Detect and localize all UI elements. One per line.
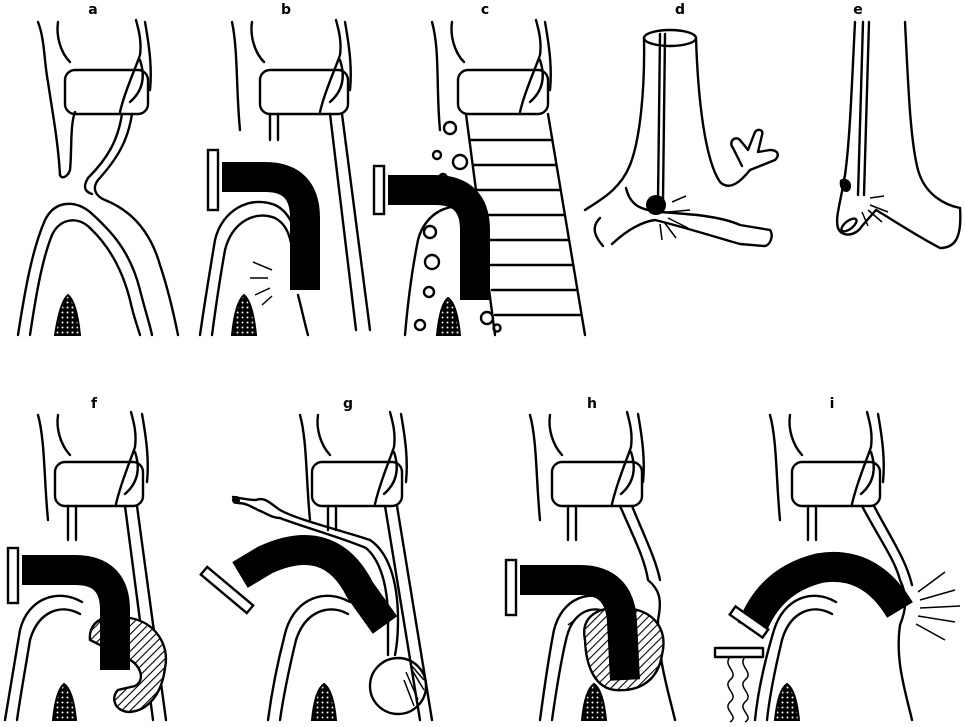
panel-i-drawing [715, 412, 960, 722]
panel-a-drawing [18, 20, 178, 335]
panel-f-drawing [5, 412, 166, 720]
panel-b-drawing [200, 20, 370, 335]
panel-e-drawing [837, 22, 960, 248]
panel-h-drawing [506, 412, 675, 720]
panel-c-drawing [374, 20, 585, 335]
panel-d-drawing [585, 30, 778, 246]
panel-g-drawing [201, 412, 432, 720]
